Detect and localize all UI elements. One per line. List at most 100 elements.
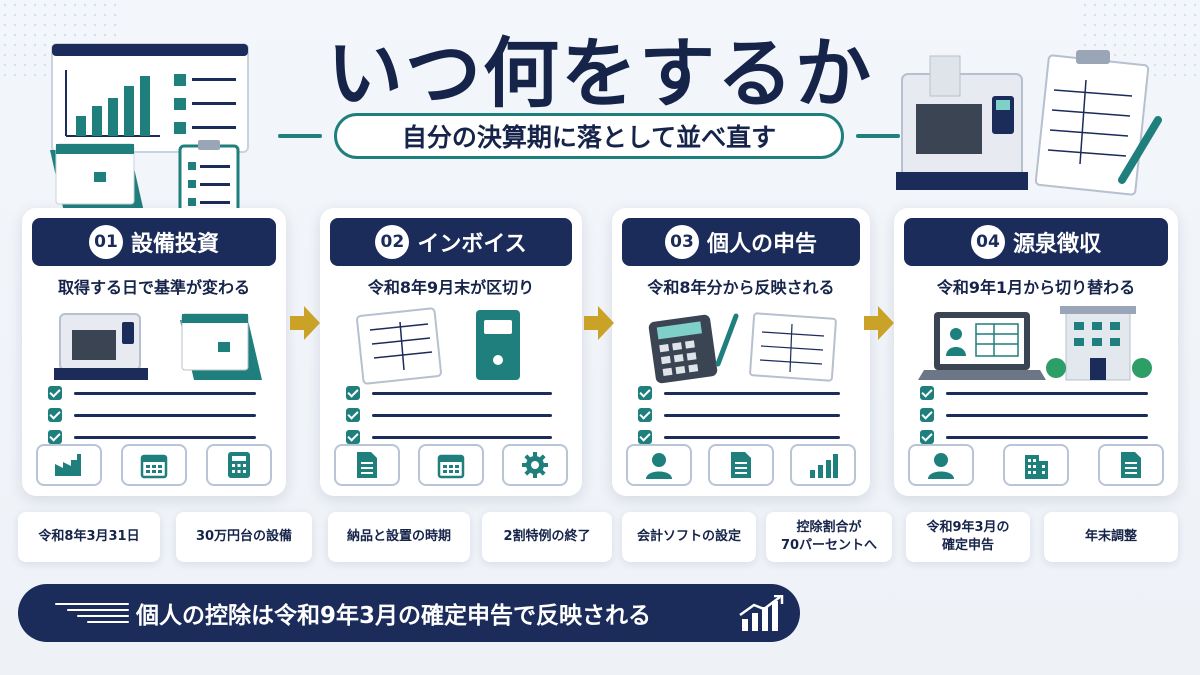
invoice-binder-illustration bbox=[356, 307, 520, 385]
placeholder-line bbox=[946, 413, 1148, 417]
document-icon bbox=[708, 444, 774, 486]
checklist-item bbox=[638, 426, 840, 448]
keyword-tag: 会計ソフトの設定 bbox=[622, 512, 756, 562]
placeholder-line bbox=[74, 435, 256, 439]
document-icon bbox=[334, 444, 400, 486]
step-card-2: 02 インボイス 令和8年9月末が区切り bbox=[320, 208, 582, 496]
step-subtitle: 令和8年分から反映される bbox=[647, 278, 835, 297]
laptop-building-illustration bbox=[918, 306, 1152, 381]
machine-calendar-illustration bbox=[54, 313, 262, 380]
person-icon bbox=[626, 444, 692, 486]
step-title: 個人の申告 bbox=[706, 232, 817, 257]
checklist bbox=[920, 382, 1148, 448]
checklist-item bbox=[920, 382, 1148, 404]
checkbox-icon bbox=[638, 430, 652, 444]
step-subtitle: 取得する日で基準が変わる bbox=[57, 278, 250, 297]
icon-row bbox=[908, 444, 1164, 486]
placeholder-line bbox=[372, 391, 552, 395]
checkbox-icon bbox=[346, 408, 360, 422]
summary-text: 個人の控除は令和9年3月の確定申告で反映される bbox=[136, 603, 652, 629]
checkbox-icon bbox=[638, 408, 652, 422]
checkbox-icon bbox=[48, 386, 62, 400]
step-card-3: 03 個人の申告 令和8年分から反映される bbox=[612, 208, 870, 496]
step-number: 01 bbox=[88, 225, 123, 259]
bar-chart-icon bbox=[790, 444, 856, 486]
placeholder-line bbox=[74, 391, 256, 395]
checklist-item bbox=[48, 426, 256, 448]
speed-lines-icon bbox=[55, 603, 129, 623]
checklist-item bbox=[638, 404, 840, 426]
keyword-tag: 2割特例の終了 bbox=[482, 512, 612, 562]
checkbox-icon bbox=[48, 430, 62, 444]
building-icon bbox=[1003, 444, 1069, 486]
placeholder-line bbox=[664, 391, 840, 395]
checklist-item bbox=[346, 404, 552, 426]
step-number: 02 bbox=[375, 225, 410, 259]
step-card-header: 01 設備投資 bbox=[32, 218, 276, 266]
checkbox-icon bbox=[48, 408, 62, 422]
checklist-item bbox=[920, 404, 1148, 426]
arrow-right-icon bbox=[864, 306, 894, 340]
step-card-header: 03 個人の申告 bbox=[622, 218, 860, 266]
subtitle-dash-left bbox=[278, 134, 322, 138]
checklist bbox=[48, 382, 256, 448]
step-card-4: 04 源泉徴収 令和9年1月から切り替わる bbox=[894, 208, 1178, 496]
placeholder-line bbox=[664, 435, 840, 439]
keyword-tag: 年末調整 bbox=[1044, 512, 1178, 562]
document-icon bbox=[1098, 444, 1164, 486]
keyword-tag: 令和8年3月31日 bbox=[18, 512, 160, 562]
checklist bbox=[346, 382, 552, 448]
step-title: インボイス bbox=[417, 232, 527, 257]
step-card-1: 01 設備投資 取得する日で基準が変わる bbox=[22, 208, 286, 496]
factory-icon bbox=[36, 444, 102, 486]
step-subtitle: 令和9年1月から切り替わる bbox=[936, 278, 1136, 297]
checklist-item bbox=[346, 426, 552, 448]
growth-chart-icon bbox=[739, 595, 784, 631]
icon-row bbox=[626, 444, 856, 486]
arrow-right-icon bbox=[290, 306, 320, 340]
step-subtitle: 令和8年9月末が区切り bbox=[367, 278, 535, 297]
placeholder-line bbox=[372, 413, 552, 417]
checklist-item bbox=[638, 382, 840, 404]
icon-row bbox=[36, 444, 272, 486]
keyword-tag: 令和9年3月の 確定申告 bbox=[906, 512, 1030, 562]
step-number: 03 bbox=[664, 225, 699, 259]
placeholder-line bbox=[372, 435, 552, 439]
keyword-tag: 控除割合が 70パーセントへ bbox=[766, 512, 892, 562]
arrow-right-icon bbox=[584, 306, 614, 340]
page-title: いつ何をするか bbox=[327, 29, 873, 118]
step-title: 設備投資 bbox=[130, 232, 219, 257]
checkbox-icon bbox=[346, 430, 360, 444]
checkbox-icon bbox=[920, 430, 934, 444]
icon-row bbox=[334, 444, 568, 486]
gear-icon bbox=[502, 444, 568, 486]
step-number: 04 bbox=[970, 225, 1005, 259]
subtitle-banner: 自分の決算期に落として並べ直す bbox=[278, 113, 900, 159]
placeholder-line bbox=[946, 435, 1148, 439]
checkbox-icon bbox=[920, 386, 934, 400]
checklist-item bbox=[48, 404, 256, 426]
calculator-icon bbox=[206, 444, 272, 486]
calendar-icon bbox=[418, 444, 484, 486]
step-card-header: 02 インボイス bbox=[330, 218, 572, 266]
subtitle-dash-right bbox=[856, 134, 900, 138]
checkbox-icon bbox=[920, 408, 934, 422]
placeholder-line bbox=[74, 413, 256, 417]
checklist-item bbox=[48, 382, 256, 404]
calculator-forms-illustration bbox=[648, 312, 837, 384]
checkbox-icon bbox=[638, 386, 652, 400]
keyword-tag: 納品と設置の時期 bbox=[328, 512, 470, 562]
subtitle-text: 自分の決算期に落として並べ直す bbox=[334, 113, 844, 159]
person-icon bbox=[908, 444, 974, 486]
step-card-header: 04 源泉徴収 bbox=[904, 218, 1168, 266]
placeholder-line bbox=[664, 413, 840, 417]
keyword-tag: 30万円台の設備 bbox=[176, 512, 312, 562]
calendar-icon bbox=[121, 444, 187, 486]
checklist-item bbox=[920, 426, 1148, 448]
checklist bbox=[638, 382, 840, 448]
machine-clipboard-illustration bbox=[896, 50, 1162, 196]
checklist-item bbox=[346, 382, 552, 404]
summary-banner: 個人の控除は令和9年3月の確定申告で反映される bbox=[18, 584, 800, 642]
placeholder-line bbox=[946, 391, 1148, 395]
planning-illustration bbox=[50, 43, 249, 218]
